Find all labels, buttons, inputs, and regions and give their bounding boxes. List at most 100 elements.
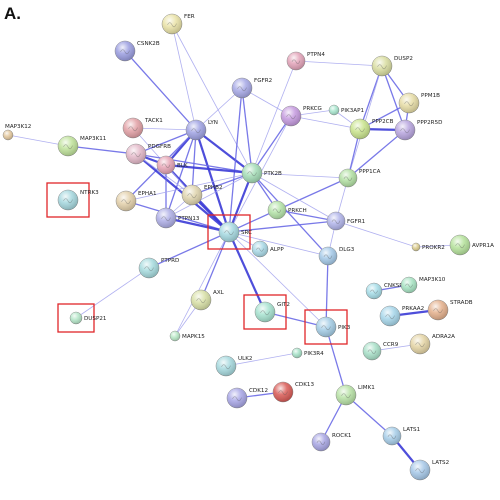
node-shine [329, 105, 339, 115]
structure-squiggle [247, 171, 257, 177]
edge-dusp2-ppp2r5d [381, 65, 406, 131]
structure-squiggle [221, 364, 231, 370]
node-label: FER [184, 14, 195, 20]
edge-src-pik3 [228, 231, 327, 328]
node-label: CNKSR1 [384, 283, 407, 289]
node-label: MAP3K10 [419, 277, 446, 283]
node-blk[interactable]: BLK [156, 155, 188, 175]
node-shine [316, 317, 336, 337]
edge-lyn-fgfr2 [195, 87, 243, 131]
node-shine [350, 119, 370, 139]
edge-lyn-ptk2b [195, 129, 253, 174]
node-ppp2r5d[interactable]: PPP2R5D [394, 119, 442, 141]
node-shine [281, 106, 301, 126]
node-ppm1b[interactable]: PPM1B [398, 92, 440, 114]
node-ppp2cb[interactable]: PPP2CB [349, 118, 394, 140]
node-prokr2[interactable]: PROKR2 [411, 242, 445, 252]
node-shine [380, 306, 400, 326]
node-avpr1a[interactable]: AVPR1A [449, 234, 494, 256]
edge-lyn-tack1 [132, 127, 197, 131]
node-pdgfrb[interactable]: PDGFRB [125, 143, 171, 165]
node-ccr9[interactable]: CCR9 [362, 341, 399, 361]
node-pik3[interactable]: PIK3 [315, 316, 351, 338]
node-prkaa2[interactable]: PRKAA2 [379, 305, 424, 327]
node-map3k11[interactable]: MAP3K11 [57, 135, 107, 157]
node-src[interactable]: SRC [218, 221, 252, 243]
node-label: PTK2B [264, 171, 282, 177]
node-stradb[interactable]: STRADB [427, 299, 473, 321]
node-ptk2b[interactable]: PTK2B [241, 162, 282, 184]
node-dusp21[interactable]: DUSP21 [69, 311, 107, 325]
node-adra2a[interactable]: ADRA2A [409, 333, 455, 355]
node-ptprd[interactable]: PTPRD [138, 257, 179, 279]
structure-squiggle [377, 64, 387, 70]
edge-csnk2b-lyn [124, 50, 197, 131]
node-label: FGFR2 [254, 78, 272, 84]
node-shine [219, 222, 239, 242]
node-lats1[interactable]: LATS1 [382, 426, 421, 446]
node-map3k10[interactable]: MAP3K10 [400, 276, 446, 294]
structure-squiggle [196, 298, 206, 304]
node-ptpn4[interactable]: PTPN4 [286, 51, 325, 71]
node-tack1[interactable]: TACK1 [122, 117, 163, 139]
node-map3k12[interactable]: MAP3K12 [2, 124, 31, 141]
edge-ptpn4-dusp2 [295, 60, 383, 67]
node-shine [312, 433, 330, 451]
node-dlg3[interactable]: DLG3 [318, 246, 355, 266]
node-ntrk3[interactable]: NTRK3 [57, 189, 99, 211]
node-fgfr2[interactable]: FGFR2 [231, 77, 272, 99]
node-prkch[interactable]: PRKCH [267, 200, 307, 220]
node-pik3ap1[interactable]: PIK3AP1 [328, 104, 364, 116]
node-dusp2[interactable]: DUSP2 [371, 55, 413, 77]
node-ephb2[interactable]: EPHB2 [181, 184, 223, 206]
node-lats2[interactable]: LATS2 [409, 459, 449, 481]
structure-squiggle [161, 163, 171, 168]
node-shine [123, 118, 143, 138]
edge-ptpn13-ptk2b [165, 172, 253, 219]
node-shine [162, 14, 182, 34]
structure-squiggle [316, 440, 326, 445]
node-alpp[interactable]: ALPP [251, 240, 284, 258]
node-ulk2[interactable]: ULK2 [215, 355, 252, 377]
node-epha1[interactable]: EPHA1 [115, 190, 157, 212]
structure-squiggle [260, 310, 270, 316]
node-label: TACK1 [144, 118, 163, 124]
structure-squiggle [286, 114, 296, 120]
node-cdk13[interactable]: CDK13 [272, 381, 314, 403]
structure-squiggle [191, 128, 201, 134]
highlight-box-git2 [243, 294, 287, 330]
structure-squiggle [120, 49, 130, 55]
node-axl[interactable]: AXL [190, 289, 225, 311]
node-cdk12[interactable]: CDK12 [226, 387, 268, 409]
edge-fgfr2-src [228, 87, 243, 233]
node-label: PPP2CB [372, 119, 394, 125]
node-cnksr1[interactable]: CNKSR1 [365, 282, 407, 300]
node-fer[interactable]: FER [161, 13, 195, 35]
node-git2[interactable]: GIT2 [254, 301, 290, 323]
node-limk1[interactable]: LIMK1 [335, 384, 375, 406]
node-lyn[interactable]: LYN [185, 119, 218, 141]
node-label: MAP3K11 [80, 136, 107, 142]
node-csnk2b[interactable]: CSNK2B [114, 40, 160, 62]
edge-ptpn13-src [165, 216, 230, 234]
node-label: PTPN13 [178, 216, 200, 222]
edge-prkch-fgfr1 [276, 209, 337, 222]
node-label: PRKAA2 [402, 306, 424, 312]
node-pik3r4[interactable]: PIK3R4 [291, 347, 324, 359]
node-shine [412, 243, 420, 251]
node-mapk15[interactable]: MAPK15 [169, 330, 205, 342]
highlight-box-ntrk3 [46, 182, 90, 218]
node-ppp1ca[interactable]: PPP1CA [338, 168, 381, 188]
node-shine [116, 191, 136, 211]
structure-squiggle [121, 199, 131, 205]
node-rock1[interactable]: ROCK1 [311, 432, 352, 452]
node-ptpn13[interactable]: PTPN13 [155, 207, 200, 229]
node-label: LATS2 [432, 460, 449, 466]
structure-squiggle [331, 219, 341, 224]
node-prkcg[interactable]: PRKCG [280, 105, 322, 127]
node-fgfr1[interactable]: FGFR1 [326, 211, 366, 231]
node-shine [410, 334, 430, 354]
edge-src-ptprd [148, 231, 230, 269]
node-label: NTRK3 [80, 190, 99, 196]
structure-squiggle [224, 230, 234, 236]
